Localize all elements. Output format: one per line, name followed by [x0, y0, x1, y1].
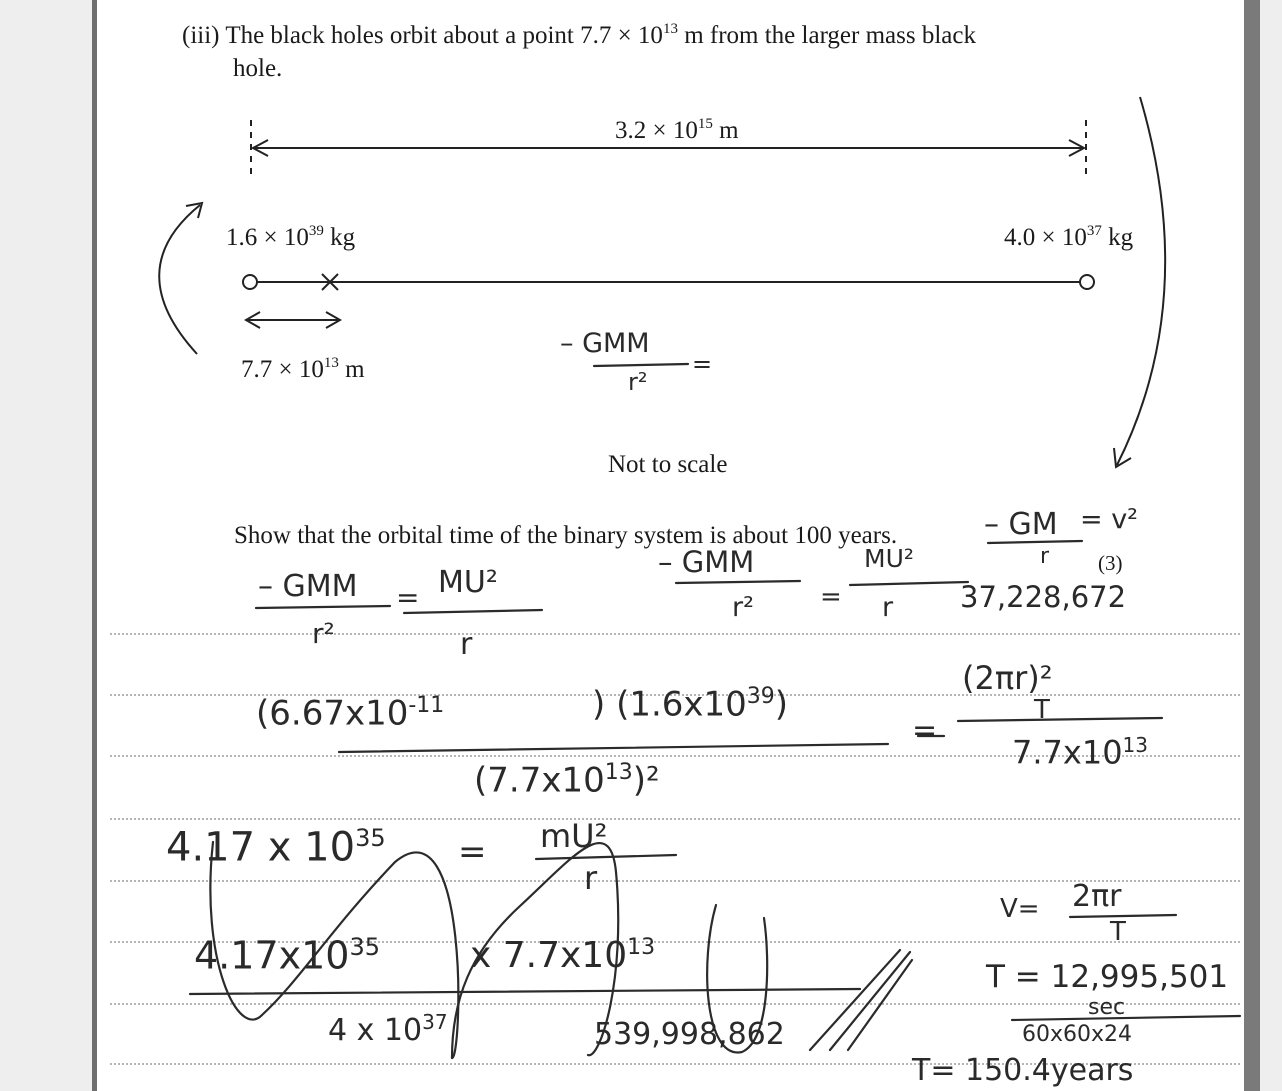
eq2-denom: r²	[732, 592, 754, 623]
diagram-formula-numer: – GMM	[560, 328, 650, 359]
task-prompt: Show that the orbital time of the binary…	[234, 522, 898, 549]
eq1-numer: – GMM	[258, 569, 358, 604]
exam-page	[96, 0, 1246, 1091]
denominator-substitution: (7.7x1013)²	[474, 760, 660, 801]
question-text-line2: hole.	[233, 55, 283, 82]
period-years: T= 150.4years	[912, 1053, 1134, 1088]
offset-label: 7.7 × 1013 m	[241, 355, 365, 383]
mass-left-dot	[242, 274, 258, 290]
separation-label: 3.2 × 1015 m	[615, 116, 739, 144]
eq2-rhs-numer: MU²	[864, 544, 914, 573]
cross-result: 539,998,862	[594, 1017, 785, 1052]
eq1-eq: =	[396, 581, 420, 614]
cross-multiply: x 7.7x1013	[470, 935, 656, 976]
question-text-line1: (iii) The black holes orbit about a poin…	[182, 21, 976, 49]
rhs-denominator: 7.7x1013	[1012, 733, 1148, 772]
eq2-rhs-denom: r	[882, 592, 894, 623]
answer-line	[110, 818, 1240, 820]
top-right-eq: = v²	[1080, 504, 1139, 535]
answer-line	[110, 880, 1240, 882]
page-right-border	[1244, 0, 1260, 1091]
top-right-denom: r	[1040, 544, 1050, 569]
velocity-label: V=	[1000, 894, 1040, 924]
answer-line	[110, 694, 1240, 696]
page-left-border	[92, 0, 97, 1091]
orbit-arc-right	[1116, 96, 1167, 466]
g-substitution: (6.67x10-11	[256, 693, 445, 734]
orbit-arc-left	[158, 204, 201, 355]
result-rhs-numer: mU²	[540, 817, 608, 855]
result-eq: =	[458, 832, 487, 872]
mass-right-label: 4.0 × 1037 kg	[1004, 223, 1134, 251]
velocity-denom: T	[1110, 917, 1126, 947]
diagram-formula-denom: r²	[628, 368, 648, 396]
answer-line	[110, 1003, 1240, 1005]
eq1-rhs-denom: r	[460, 627, 473, 662]
answer-line	[110, 941, 1240, 943]
separation-arrowhead-right	[1068, 139, 1087, 157]
separation-arrowhead-left	[250, 139, 269, 157]
not-to-scale-note: Not to scale	[608, 451, 728, 478]
eq1-denom: r²	[312, 617, 335, 650]
top-right-value: 37,228,672	[960, 580, 1127, 614]
rhs-eq: =	[912, 713, 938, 748]
answer-line	[110, 1063, 1240, 1065]
period-divisor: 60x60x24	[1022, 1022, 1133, 1047]
eq2-eq: =	[820, 582, 842, 612]
cross-denominator: 4 x 1037	[328, 1010, 448, 1048]
result-line: 4.17 x 1035	[166, 824, 386, 871]
period-unit: sec	[1088, 995, 1126, 1020]
velocity-numer: 2πr	[1072, 879, 1122, 914]
eq1-rhs-numer: MU²	[438, 565, 498, 600]
answer-line	[110, 755, 1240, 757]
top-right-numer: – GM	[984, 507, 1058, 542]
mass-left-label: 1.6 × 1039 kg	[226, 223, 356, 251]
marks-label: (3)	[1098, 551, 1123, 575]
rhs-inner-t: T	[1034, 695, 1050, 725]
cross-line: 4.17x1035	[194, 933, 380, 978]
rhs-numerator: (2πr)²	[962, 659, 1053, 697]
eq2-numer: – GMM	[658, 545, 755, 579]
period-seconds: T = 12,995,501	[986, 959, 1229, 995]
diagram-formula-eq: =	[692, 350, 713, 378]
result-rhs-denom: r	[584, 859, 598, 897]
mass-right-dot	[1079, 274, 1095, 290]
mass-substitution: ) (1.6x1039)	[592, 684, 789, 725]
answer-line	[110, 633, 1240, 635]
